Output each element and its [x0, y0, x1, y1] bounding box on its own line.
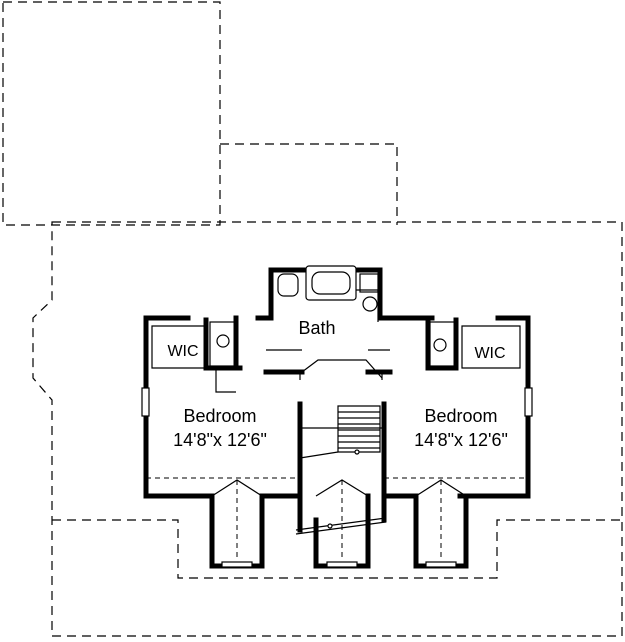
- stairwell: [295, 401, 387, 535]
- closet-rod-right: [433, 338, 447, 352]
- wic-left-walls: [151, 315, 243, 393]
- bedroom-left-size: 14'8"x 12'6": [173, 430, 267, 450]
- toilet: [277, 273, 299, 297]
- dormer-center: [313, 479, 371, 569]
- bedroom-right-name: Bedroom: [424, 406, 497, 426]
- bedroom-right-size: 14'8"x 12'6": [414, 430, 508, 450]
- dormer-left: [209, 479, 265, 569]
- roof-outline-upper-left: [2, 1, 398, 226]
- wic-right-label: WIC: [474, 345, 505, 362]
- bath-label: Bath: [298, 318, 335, 338]
- sink: [362, 296, 378, 312]
- bath-fixtures: [263, 265, 393, 380]
- exterior-walls: [143, 267, 531, 499]
- window-left: [141, 387, 150, 417]
- roof-outline-main: [32, 221, 623, 637]
- window-right: [524, 387, 533, 417]
- wic-right-walls: [425, 315, 521, 371]
- closet-rod-left: [216, 334, 230, 348]
- dormer-right: [413, 479, 469, 569]
- wic-left-label: WIC: [167, 343, 198, 360]
- sink-cabinet: [359, 273, 379, 293]
- bedroom-left-name: Bedroom: [183, 406, 256, 426]
